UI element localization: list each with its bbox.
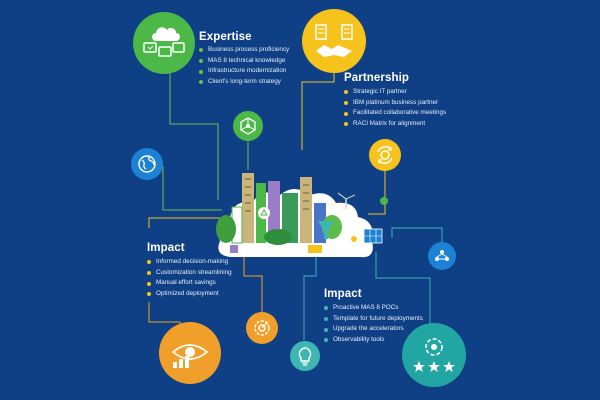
list-item: Proactive MAS 8 POCs — [324, 303, 423, 314]
list-item: Observability tools — [324, 335, 423, 346]
gears-cycle-icon — [369, 139, 401, 171]
globe-icon — [131, 148, 163, 180]
list-item: Strategic IT partner — [344, 87, 446, 98]
list-item: Manual effort savings — [147, 278, 232, 289]
network-hexagon-icon — [233, 111, 263, 141]
expertise-title: Expertise — [199, 31, 252, 43]
list-item: Template for future deployments — [324, 314, 423, 325]
list-item: IBM platinum business partner — [344, 98, 446, 109]
impact-left-list: Informed decision-making Customization s… — [147, 257, 232, 299]
stars-review-icon — [402, 323, 466, 387]
impact-right-list: Proactive MAS 8 POCs Template for future… — [324, 303, 423, 345]
eye-analytics-icon — [159, 322, 221, 384]
list-item: Business process proficiency — [199, 45, 289, 56]
target-gear-icon — [246, 312, 278, 344]
handshake-buildings-icon — [302, 9, 366, 73]
list-item: Customization streamlining — [147, 268, 232, 279]
computers-cloud-icon — [133, 12, 195, 74]
people-network-icon — [428, 242, 456, 270]
list-item: Optimized deployment — [147, 289, 232, 300]
city-illustration — [216, 173, 388, 258]
partnership-list: Strategic IT partner IBM platinum busine… — [344, 87, 446, 129]
impact-left-title: Impact — [147, 242, 185, 254]
expertise-list: Business process proficiency MAS 8 techn… — [199, 45, 289, 87]
list-item: Upgrade the accelerators — [324, 324, 423, 335]
partnership-title: Partnership — [344, 72, 410, 84]
lightbulb-icon — [290, 341, 320, 371]
list-item: Infrastructure modernization — [199, 66, 289, 77]
list-item: MAS 8 technical knowledge — [199, 56, 289, 67]
list-item: Client's long-term strategy — [199, 77, 289, 88]
impact-right-title: Impact — [324, 288, 362, 300]
list-item: RACI Matrix for alignment — [344, 119, 446, 130]
list-item: Informed decision-making — [147, 257, 232, 268]
list-item: Facilitated collaborative meetings — [344, 108, 446, 119]
